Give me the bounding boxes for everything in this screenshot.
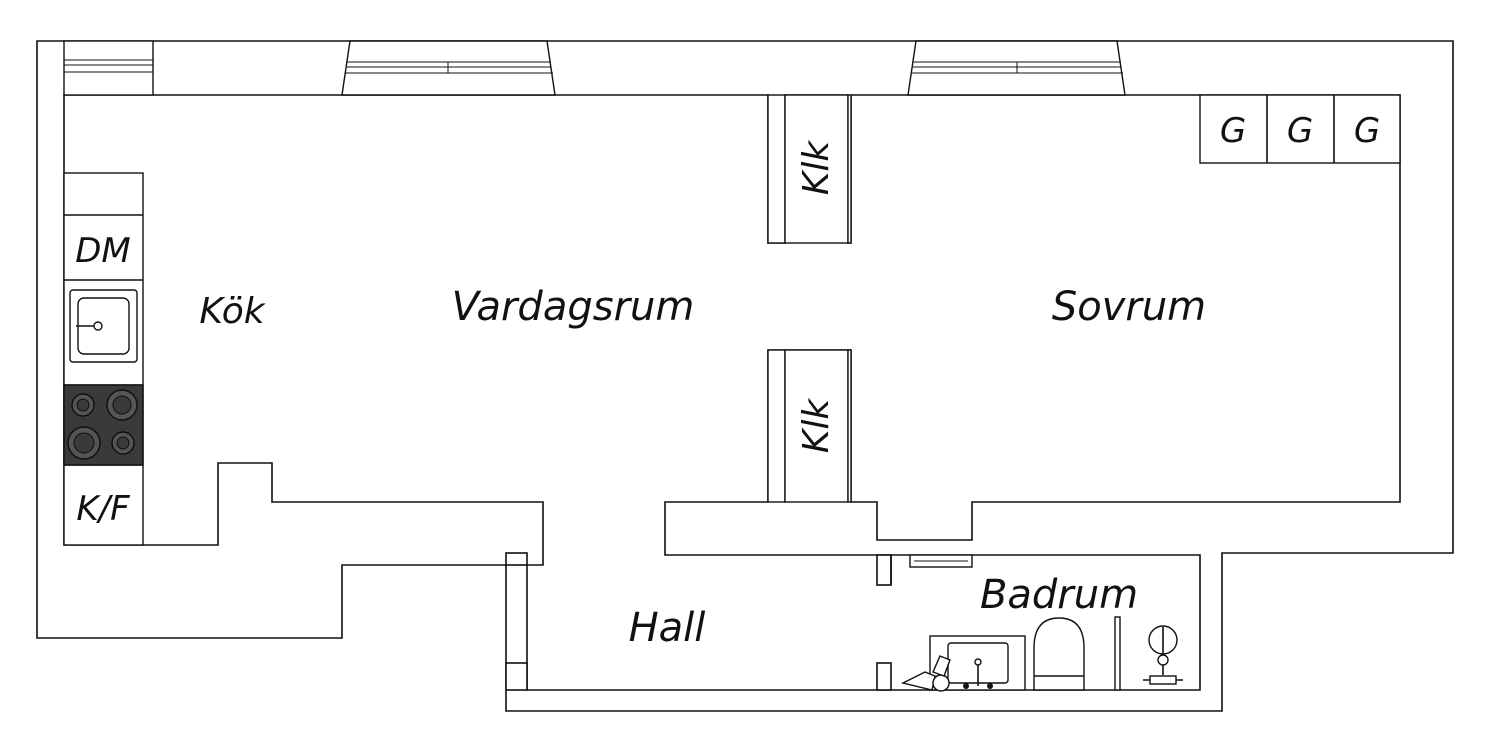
closet-lower [767, 349, 852, 503]
dishwasher-label: DM [75, 231, 131, 271]
window-middle [341, 40, 556, 96]
closet-label-lower: Klk [796, 397, 837, 454]
fridge-label: K/F [76, 489, 130, 529]
bath-partition [1114, 616, 1121, 691]
room-label-sovrum: Sovrum [1052, 284, 1206, 330]
window-right [907, 40, 1126, 96]
room-label-vardagsrum: Vardagsrum [452, 284, 695, 330]
toilet-icon [1033, 617, 1085, 691]
shower-head-icon [1143, 625, 1183, 685]
room-label-kok: Kök [199, 291, 266, 332]
wardrobe-label: G [1220, 111, 1246, 151]
closet-upper [767, 94, 852, 244]
wardrobe-label: G [1354, 111, 1380, 151]
window-left [63, 40, 154, 96]
wardrobes: G G G [1199, 94, 1401, 164]
shower-tap-icon [900, 655, 951, 692]
stove-icon [63, 384, 144, 466]
entry-notches [505, 552, 528, 691]
sink-icon [69, 289, 138, 363]
room-label-hall: Hall [629, 605, 706, 651]
hall-bath-wall [876, 554, 892, 691]
bathroom-vent [909, 554, 973, 568]
closet-label-upper: Klk [796, 139, 837, 196]
wardrobe-label: G [1287, 111, 1313, 151]
room-label-badrum: Badrum [980, 572, 1138, 618]
